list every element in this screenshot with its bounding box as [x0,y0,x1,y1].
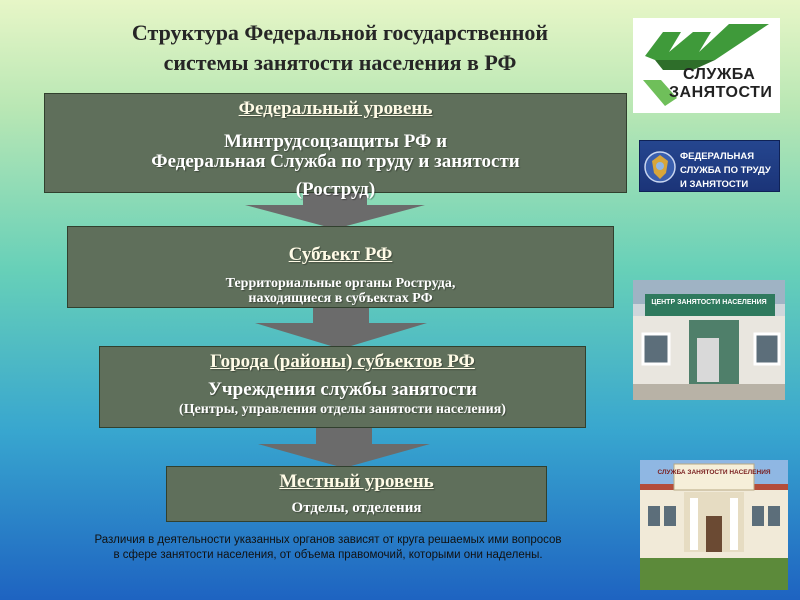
arrow-down-icon [245,193,425,229]
level-line: Отделы, отделения [291,500,422,516]
emblem-icon [644,151,676,183]
photo1-sign: ЦЕНТР ЗАНЯТОСТИ НАСЕЛЕНИЯ [651,299,766,306]
level-header: Федеральный уровень [238,98,433,119]
level-line: находящиеся в субъектах РФ [248,291,433,306]
building-photo-icon: ЦЕНТР ЗАНЯТОСТИ НАСЕЛЕНИЯ [633,280,785,400]
level-line: (Роструд) [295,179,376,200]
level-header: Города (районы) субъектов РФ [210,351,475,372]
title-line-2: системы занятости населения в РФ [163,50,517,75]
page-title: Структура Федеральной государственной си… [60,18,620,78]
level-local-box: Местный уровень Отделы, отделения [166,466,547,522]
arrow-down-icon [255,307,427,349]
employment-center-photo: ЦЕНТР ЗАНЯТОСТИ НАСЕЛЕНИЯ [633,280,785,400]
rostrud-badge: ФЕДЕРАЛЬНАЯ СЛУЖБА ПО ТРУДУ И ЗАНЯТОСТИ [639,140,780,192]
level-federal-box: Федеральный уровень Минтрудсоцзащиты РФ … [44,93,627,200]
level-header: Субъект РФ [288,244,393,265]
level-cities-box: Города (районы) субъектов РФ Учреждения … [99,346,586,428]
level-line: Территориальные органы Роструда, [225,276,456,291]
arrow-down-icon [258,428,430,468]
level-subject-box: Субъект РФ Территориальные органы Ростру… [67,226,614,308]
logo-text-line-1: СЛУЖБА [683,66,756,83]
photo2-sign: СЛУЖБА ЗАНЯТОСТИ НАСЕЛЕНИЯ [657,469,770,476]
level-header: Местный уровень [279,471,434,492]
building-photo-icon: СЛУЖБА ЗАНЯТОСТИ НАСЕЛЕНИЯ [640,460,788,590]
level-line: Минтрудсоцзащиты РФ и [223,131,448,152]
level-line: Учреждения службы занятости [207,379,477,400]
employment-service-photo: СЛУЖБА ЗАНЯТОСТИ НАСЕЛЕНИЯ [640,460,788,590]
badge-text: ФЕДЕРАЛЬНАЯ СЛУЖБА ПО ТРУДУ И ЗАНЯТОСТИ [680,151,771,190]
employment-service-logo: СЛУЖБА ЗАНЯТОСТИ [633,18,780,113]
footnote-line-2: в сфере занятости населения, от объема п… [113,549,543,561]
footnote: Различия в деятельности указанных органо… [22,533,634,563]
logo-text-line-2: ЗАНЯТОСТИ [669,84,773,101]
checkmark-logo-icon [643,24,769,106]
footnote-line-1: Различия в деятельности указанных органо… [94,534,562,546]
level-line: (Центры, управления отделы занятости нас… [179,402,506,417]
level-line: Федеральная Служба по труду и занятости [151,151,520,172]
title-line-1: Структура Федеральной государственной [131,20,549,45]
